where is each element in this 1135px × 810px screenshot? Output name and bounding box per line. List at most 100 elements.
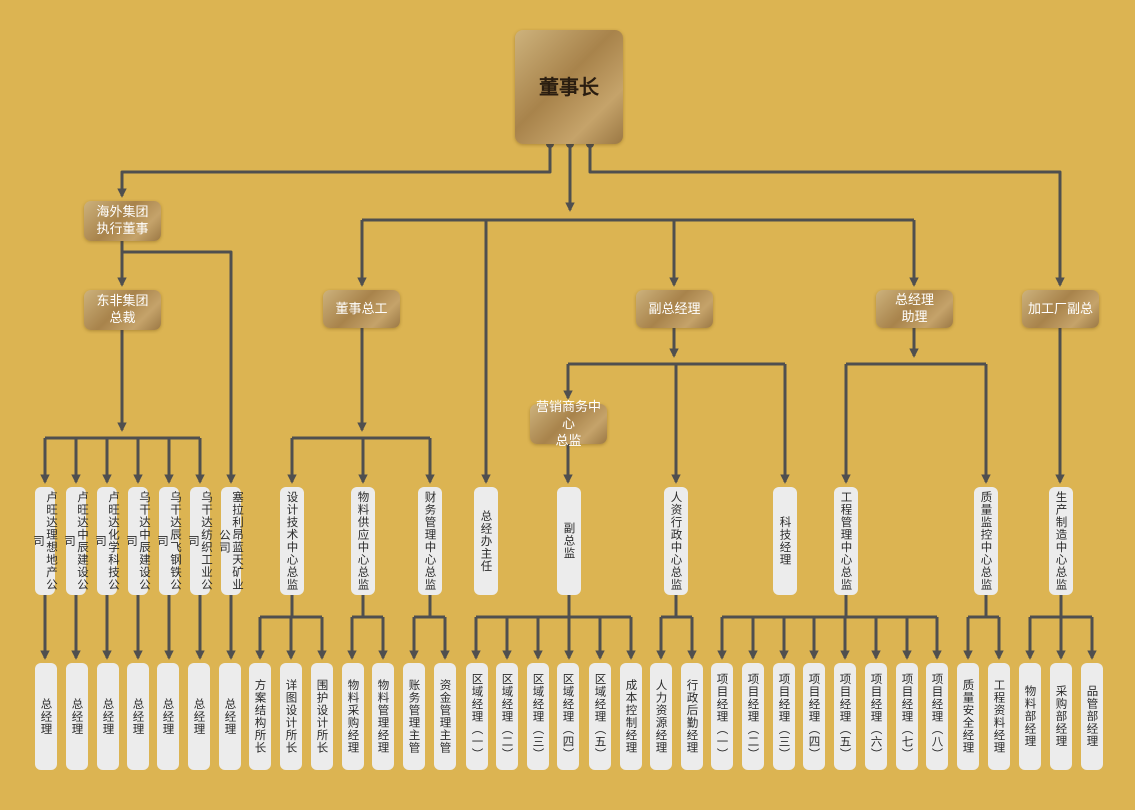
- project-manager-5-box[interactable]: 项目经理（五）: [834, 663, 856, 770]
- tech-manager-box[interactable]: 科技经理: [773, 487, 797, 595]
- rwanda-real-estate-box[interactable]: 卢旺达理想地产公司: [32, 487, 59, 595]
- project-manager-7-label: 项目经理（七）: [900, 672, 915, 761]
- overseas-exec-director-box[interactable]: 海外集团 执行董事: [84, 201, 161, 241]
- marketing-center-director-box[interactable]: 营销商务中心 总监: [530, 400, 607, 449]
- hr-manager-label: 人力资源经理: [654, 679, 669, 754]
- project-manager-1-box[interactable]: 项目经理（一）: [711, 663, 733, 770]
- material-supply-director-box[interactable]: 物料供应中心总监: [351, 487, 375, 595]
- overseas-exec-director-label: 海外集团 执行董事: [96, 205, 149, 237]
- material-purchase-manager-label: 物料采购经理: [346, 679, 361, 754]
- gm-label-4: 总经理: [131, 697, 146, 736]
- purchasing-dept-manager-box[interactable]: 采购部经理: [1050, 663, 1072, 770]
- gm-box-2[interactable]: 总经理: [66, 663, 88, 770]
- gm-box-5[interactable]: 总经理: [157, 663, 179, 770]
- uganda-steel-box[interactable]: 乌干达辰飞钢铁公司: [156, 487, 183, 595]
- project-manager-8-box[interactable]: 项目经理（八）: [926, 663, 948, 770]
- east-africa-president-box[interactable]: 东非集团 总裁: [84, 290, 161, 330]
- connector-3: [588, 144, 1065, 287]
- quality-safety-manager-box[interactable]: 质量安全经理: [957, 663, 979, 770]
- materials-dept-manager-box[interactable]: 物料部经理: [1019, 663, 1041, 770]
- project-manager-6-box[interactable]: 项目经理（六）: [865, 663, 887, 770]
- cost-control-manager-label: 成本控制经理: [624, 679, 639, 754]
- regional-manager-3-label: 区域经理（三）: [531, 672, 546, 761]
- gm-box-1[interactable]: 总经理: [35, 663, 57, 770]
- chairman-label: 董事长: [539, 74, 599, 99]
- project-manager-8-label: 项目经理（八）: [930, 672, 945, 761]
- regional-manager-2-label: 区域经理（二）: [500, 672, 515, 761]
- scheme-structure-head-label: 方案结构所长: [253, 679, 268, 754]
- chief-engineer-label: 董事总工: [335, 301, 388, 317]
- regional-manager-5-box[interactable]: 区域经理（五）: [589, 663, 611, 770]
- cost-control-manager-box[interactable]: 成本控制经理: [620, 663, 642, 770]
- gm-label-1: 总经理: [39, 697, 54, 736]
- material-management-manager-box[interactable]: 物料管理经理: [372, 663, 394, 770]
- regional-manager-1-label: 区域经理（一）: [470, 672, 485, 761]
- sierra-leone-mining-label: 塞拉利昂蓝天矿业公司: [218, 491, 245, 591]
- gm-box-7[interactable]: 总经理: [219, 663, 241, 770]
- finance-director-label: 财务管理中心总监: [423, 491, 438, 591]
- regional-manager-1-box[interactable]: 区域经理（一）: [466, 663, 488, 770]
- gm-box-6[interactable]: 总经理: [188, 663, 210, 770]
- scheme-structure-head-box[interactable]: 方案结构所长: [249, 663, 271, 770]
- material-purchase-manager-box[interactable]: 物料采购经理: [342, 663, 364, 770]
- regional-manager-4-box[interactable]: 区域经理（四）: [557, 663, 579, 770]
- hr-admin-director-box[interactable]: 人资行政中心总监: [664, 487, 688, 595]
- materials-dept-manager-label: 物料部经理: [1023, 685, 1038, 748]
- project-manager-4-box[interactable]: 项目经理（四）: [803, 663, 825, 770]
- regional-manager-4-label: 区域经理（四）: [561, 672, 576, 761]
- project-manager-2-label: 项目经理（二）: [746, 672, 761, 761]
- rwanda-chemical-box[interactable]: 卢旺达化学科技公司: [94, 487, 121, 595]
- regional-manager-5-label: 区域经理（五）: [593, 672, 608, 761]
- project-manager-1-label: 项目经理（一）: [715, 672, 730, 761]
- rwanda-chemical-label: 卢旺达化学科技公司: [94, 491, 121, 591]
- chairman-box[interactable]: 董事长: [515, 30, 623, 144]
- chief-engineer-box[interactable]: 董事总工: [323, 290, 400, 328]
- material-supply-director-label: 物料供应中心总监: [356, 491, 371, 591]
- deputy-director-box[interactable]: 副总监: [557, 487, 581, 595]
- hr-admin-director-label: 人资行政中心总监: [669, 491, 684, 591]
- uganda-textile-label: 乌干达纺织工业公司: [187, 491, 214, 591]
- gm-box-3[interactable]: 总经理: [97, 663, 119, 770]
- factory-deputy-box[interactable]: 加工厂副总: [1022, 290, 1099, 328]
- production-director-box[interactable]: 生产制造中心总监: [1049, 487, 1073, 595]
- connector-1: [117, 144, 552, 198]
- engineering-director-box[interactable]: 工程管理中心总监: [834, 487, 858, 595]
- project-manager-7-box[interactable]: 项目经理（七）: [896, 663, 918, 770]
- regional-manager-3-box[interactable]: 区域经理（三）: [527, 663, 549, 770]
- gm-assistant-box[interactable]: 总经理 助理: [876, 290, 953, 328]
- rwanda-construction-label: 卢旺达中辰建设公司: [63, 491, 90, 591]
- finance-director-box[interactable]: 财务管理中心总监: [418, 487, 442, 595]
- fund-supervisor-label: 资金管理主管: [438, 679, 453, 754]
- rwanda-construction-box[interactable]: 卢旺达中辰建设公司: [63, 487, 90, 595]
- enclosure-design-head-box[interactable]: 围护设计所长: [311, 663, 333, 770]
- quality-mgmt-dept-manager-label: 品管部经理: [1085, 685, 1100, 748]
- project-manager-3-box[interactable]: 项目经理（三）: [773, 663, 795, 770]
- gm-label-2: 总经理: [70, 697, 85, 736]
- quality-mgmt-dept-manager-box[interactable]: 品管部经理: [1081, 663, 1103, 770]
- gm-box-4[interactable]: 总经理: [127, 663, 149, 770]
- gm-label-3: 总经理: [101, 697, 116, 736]
- sierra-leone-mining-box[interactable]: 塞拉利昂蓝天矿业公司: [218, 487, 245, 595]
- fund-supervisor-box[interactable]: 资金管理主管: [434, 663, 456, 770]
- deputy-director-label: 副总监: [562, 522, 577, 560]
- accounting-supervisor-box[interactable]: 账务管理主管: [403, 663, 425, 770]
- engineering-docs-manager-box[interactable]: 工程资料经理: [988, 663, 1010, 770]
- design-tech-director-label: 设计技术中心总监: [285, 491, 300, 591]
- design-tech-director-box[interactable]: 设计技术中心总监: [280, 487, 304, 595]
- uganda-textile-box[interactable]: 乌干达纺织工业公司: [187, 487, 214, 595]
- admin-logistics-manager-box[interactable]: 行政后勤经理: [681, 663, 703, 770]
- regional-manager-2-box[interactable]: 区域经理（二）: [496, 663, 518, 770]
- material-management-manager-label: 物料管理经理: [376, 679, 391, 754]
- deputy-gm-box[interactable]: 副总经理: [636, 290, 713, 328]
- gm-label-6: 总经理: [192, 697, 207, 736]
- marketing-center-director-label: 营销商务中心 总监: [535, 399, 601, 449]
- detail-design-head-box[interactable]: 详图设计所长: [280, 663, 302, 770]
- production-director-label: 生产制造中心总监: [1054, 491, 1069, 591]
- quality-director-label: 质量监控中心总监: [979, 491, 994, 591]
- hr-manager-box[interactable]: 人力资源经理: [650, 663, 672, 770]
- uganda-construction-box[interactable]: 乌干达中辰建设公司: [125, 487, 152, 595]
- tech-manager-label: 科技经理: [778, 516, 793, 566]
- project-manager-2-box[interactable]: 项目经理（二）: [742, 663, 764, 770]
- gm-office-head-box[interactable]: 总经办主任: [474, 487, 498, 595]
- quality-director-box[interactable]: 质量监控中心总监: [974, 487, 998, 595]
